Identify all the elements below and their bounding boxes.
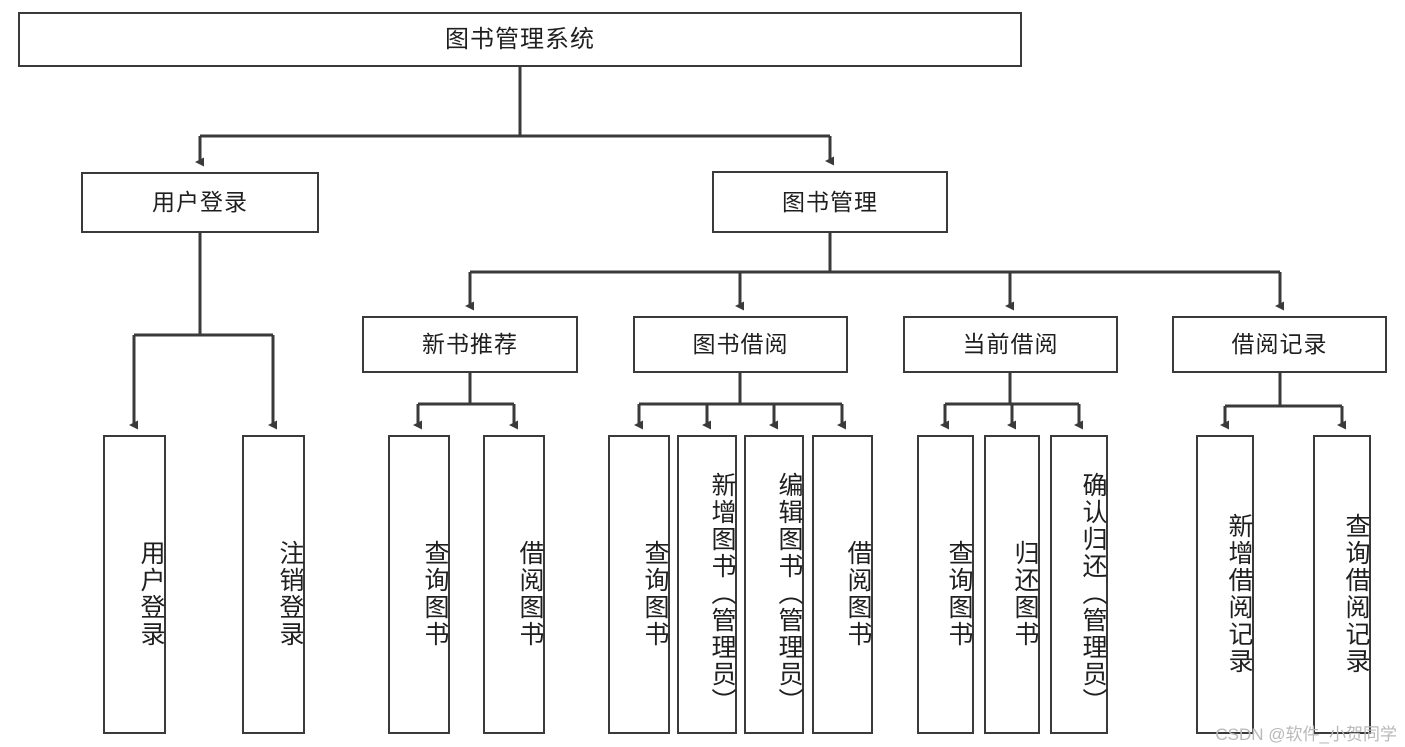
node-leaf-confirm-return-label: 确认归还（管理员） — [1079, 472, 1107, 715]
node-new-book-rec-label: 新书推荐 — [422, 331, 518, 358]
node-leaf-query-book-1-label: 查询图书 — [421, 539, 449, 648]
node-book-borrow[interactable]: 图书借阅 — [633, 316, 848, 373]
node-leaf-user-login-label: 用户登录 — [137, 539, 165, 648]
watermark-text: CSDN @软件_小贺同学 — [1215, 725, 1397, 744]
node-current-borrow-label: 当前借阅 — [962, 331, 1059, 358]
node-book-manage[interactable]: 图书管理 — [712, 171, 948, 233]
node-user-login-label: 用户登录 — [152, 189, 248, 216]
node-borrow-record-label: 借阅记录 — [1231, 331, 1328, 358]
node-leaf-query-book-3-label: 查询图书 — [945, 539, 973, 648]
node-leaf-confirm-return[interactable]: 确认归还（管理员） — [1050, 435, 1108, 734]
node-leaf-query-book-3[interactable]: 查询图书 — [917, 435, 974, 734]
node-book-borrow-label: 图书借阅 — [692, 331, 789, 358]
node-root[interactable]: 图书管理系统 — [18, 12, 1022, 67]
node-leaf-query-book-2-label: 查询图书 — [641, 539, 669, 648]
node-leaf-return-book-label: 归还图书 — [1011, 539, 1039, 648]
node-leaf-return-book[interactable]: 归还图书 — [984, 435, 1040, 734]
node-leaf-user-login[interactable]: 用户登录 — [103, 435, 166, 734]
node-root-label: 图书管理系统 — [445, 25, 595, 53]
node-leaf-add-record-label: 新增借阅记录 — [1225, 512, 1253, 675]
node-leaf-add-book-label: 新增图书（管理员） — [708, 472, 736, 715]
node-user-login[interactable]: 用户登录 — [81, 172, 319, 233]
node-leaf-add-record[interactable]: 新增借阅记录 — [1196, 435, 1254, 734]
node-leaf-query-record[interactable]: 查询借阅记录 — [1313, 435, 1371, 734]
node-book-manage-label: 图书管理 — [782, 188, 878, 215]
node-leaf-borrow-book-2[interactable]: 借阅图书 — [812, 435, 873, 734]
node-leaf-query-book-2[interactable]: 查询图书 — [608, 435, 670, 734]
node-leaf-query-record-label: 查询借阅记录 — [1342, 512, 1370, 675]
node-leaf-edit-book-label: 编辑图书（管理员） — [775, 472, 803, 715]
node-borrow-record[interactable]: 借阅记录 — [1172, 316, 1387, 373]
node-leaf-borrow-book-1-label: 借阅图书 — [516, 539, 544, 648]
node-leaf-logout-label: 注销登录 — [276, 539, 304, 648]
node-leaf-borrow-book-2-label: 借阅图书 — [844, 539, 872, 648]
node-leaf-query-book-1[interactable]: 查询图书 — [388, 435, 450, 734]
node-leaf-logout[interactable]: 注销登录 — [242, 435, 305, 734]
node-new-book-rec[interactable]: 新书推荐 — [362, 316, 578, 373]
node-leaf-edit-book[interactable]: 编辑图书（管理员） — [744, 435, 804, 734]
node-leaf-borrow-book-1[interactable]: 借阅图书 — [483, 435, 545, 734]
node-leaf-add-book[interactable]: 新增图书（管理员） — [677, 435, 737, 734]
node-current-borrow[interactable]: 当前借阅 — [903, 316, 1118, 373]
